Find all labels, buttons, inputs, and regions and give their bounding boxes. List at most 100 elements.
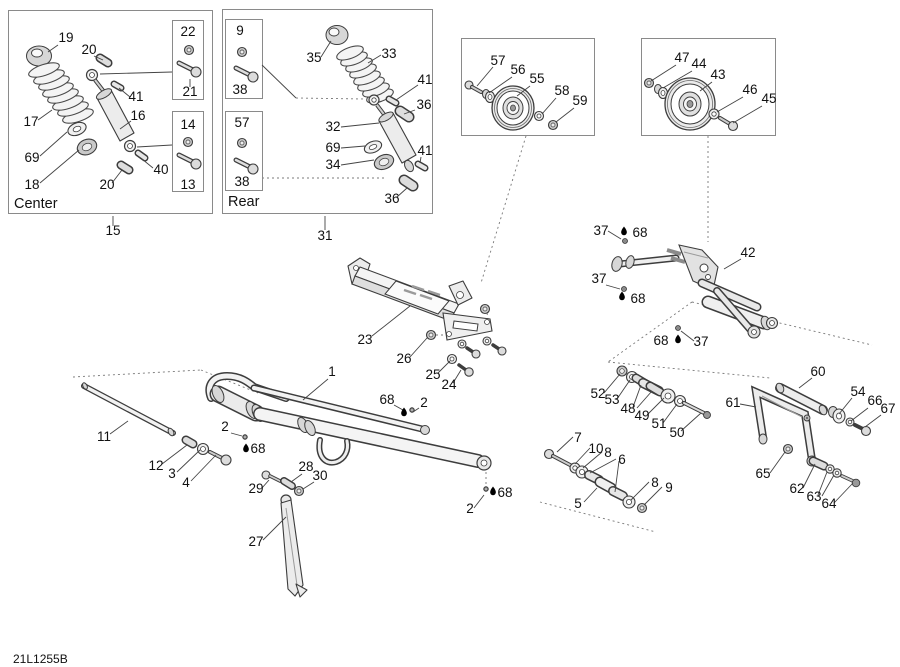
callout-42: 42 <box>740 245 755 260</box>
callout-31: 31 <box>317 228 332 243</box>
callout-12: 12 <box>148 458 163 473</box>
retaining-screw <box>483 486 489 492</box>
callout-leader <box>556 436 574 453</box>
callout-40: 40 <box>153 162 168 177</box>
center-shock-bushings <box>95 53 149 175</box>
callout-68: 68 <box>632 225 647 240</box>
callout-65: 65 <box>755 466 770 481</box>
callout-leader <box>396 187 408 198</box>
callout-2: 2 <box>466 501 474 516</box>
callout-36: 36 <box>384 191 399 206</box>
callout-leader <box>650 64 677 82</box>
callout-leader <box>616 379 631 400</box>
callout-51: 51 <box>651 416 666 431</box>
callout-leader <box>39 131 68 157</box>
callout-8: 8 <box>651 475 659 490</box>
inset-nut-14 <box>182 136 194 148</box>
rear-box-label: Rear <box>228 194 260 210</box>
callout-leader <box>541 97 557 115</box>
callout-5: 5 <box>574 496 582 511</box>
callout-53: 53 <box>604 392 619 407</box>
rear-spring-washer <box>363 140 383 154</box>
callout-leader <box>99 71 173 75</box>
callout-17: 17 <box>23 114 38 129</box>
callout-2: 2 <box>221 419 229 434</box>
callout-leader <box>161 444 188 465</box>
construction-line <box>480 135 527 284</box>
callout-leader <box>403 109 416 115</box>
callout-68: 68 <box>379 392 394 407</box>
callout-41: 41 <box>128 89 143 104</box>
inset-nut-22 <box>183 44 195 56</box>
inset-bolt-13 <box>176 152 202 170</box>
callout-leader <box>636 390 653 409</box>
grease-drop-icon <box>619 291 625 301</box>
callout-63: 63 <box>806 489 821 504</box>
callout-leader <box>111 169 123 184</box>
hardware-inset-9-38 <box>225 19 263 99</box>
callout-37: 37 <box>591 271 606 286</box>
callout-leader <box>723 258 742 270</box>
callout-57: 57 <box>234 115 249 130</box>
callout-leader <box>473 494 485 509</box>
callout-11: 11 <box>97 429 111 444</box>
inset-bolt-38a <box>233 65 259 83</box>
callout-leader <box>136 144 173 148</box>
pivot-rod <box>81 382 176 437</box>
retaining-screws <box>242 407 489 492</box>
callout-leader <box>452 369 462 384</box>
callout-41: 41 <box>417 143 432 158</box>
callout-45: 45 <box>761 91 776 106</box>
grease-drop-icon <box>621 226 627 236</box>
callout-leader <box>850 407 869 422</box>
callout-leader <box>802 463 816 489</box>
callout-leader <box>632 384 642 408</box>
callout-47: 47 <box>674 50 689 65</box>
callout-leader <box>603 373 621 394</box>
callout-leader <box>419 156 422 164</box>
rod-washer-3 <box>196 442 210 456</box>
callout-leader <box>476 66 494 87</box>
callout-57: 57 <box>490 53 505 68</box>
callout-leader <box>589 458 617 474</box>
callout-leader <box>262 516 287 541</box>
callout-68: 68 <box>653 333 668 348</box>
callout-leader <box>393 404 404 411</box>
callout-leader <box>798 377 813 389</box>
callout-leader <box>141 158 154 169</box>
callout-9: 9 <box>236 23 244 38</box>
callout-leader <box>643 486 663 506</box>
callout-leader <box>302 378 329 401</box>
rear-shock-bushings <box>385 95 429 192</box>
callout-62: 62 <box>789 481 804 496</box>
callout-14: 14 <box>180 117 196 132</box>
callout-leader <box>732 105 763 124</box>
callout-leader <box>340 145 366 149</box>
callout-27: 27 <box>248 534 263 549</box>
callout-leader <box>716 96 744 113</box>
idler-nut-59 <box>547 119 559 131</box>
drawing-code: 21L1255B <box>13 652 68 666</box>
callout-leader <box>555 107 575 123</box>
callout-2: 2 <box>420 395 428 410</box>
callout-13: 13 <box>180 177 195 192</box>
callout-59: 59 <box>572 93 587 108</box>
callout-leader <box>320 40 332 58</box>
callout-28: 28 <box>298 459 313 474</box>
callout-leader <box>437 360 451 374</box>
idler-wheel-43 <box>664 77 716 131</box>
callout-25: 25 <box>425 367 440 382</box>
callout-leader <box>680 412 702 432</box>
idler-washer-46 <box>708 108 720 120</box>
callout-leader <box>516 85 531 97</box>
callout-37: 37 <box>693 334 708 349</box>
callout-54: 54 <box>850 384 866 399</box>
callout-4: 4 <box>182 475 190 490</box>
hardware-inset-13-14 <box>172 111 204 192</box>
callout-16: 16 <box>130 108 145 123</box>
callout-8: 8 <box>604 445 612 460</box>
callout-leader <box>37 109 53 121</box>
idler-washer-58 <box>533 110 545 122</box>
callout-6: 6 <box>618 452 626 467</box>
